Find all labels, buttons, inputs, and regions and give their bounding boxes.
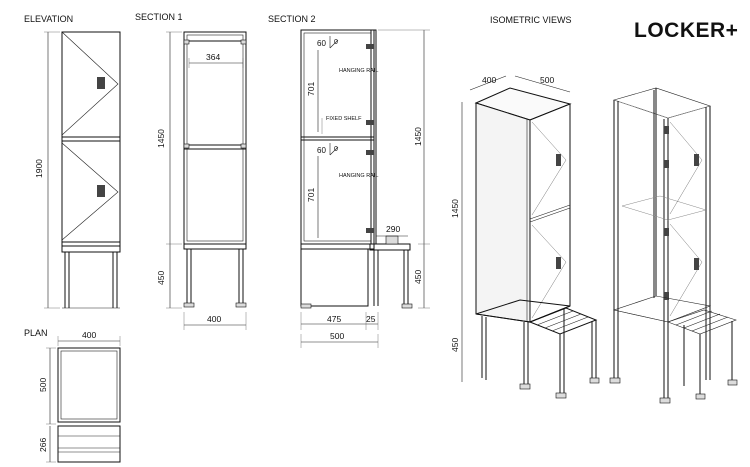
angle-bottom-zero: 0 bbox=[334, 146, 338, 153]
iso-width-dim: 400 bbox=[482, 75, 496, 85]
elevation-title: ELEVATION bbox=[24, 14, 73, 24]
section2-leg-height-dim: 450 bbox=[413, 270, 423, 284]
iso-depth-dim: 500 bbox=[540, 75, 554, 85]
section2-gap-dim: 25 bbox=[366, 314, 376, 324]
iso-body-height-dim: 1450 bbox=[450, 199, 460, 218]
isometric-frame-view bbox=[609, 87, 738, 404]
section2-comp-bottom-dim: 701 bbox=[306, 188, 316, 202]
section1-inner-width-dim: 364 bbox=[206, 52, 220, 62]
plan-view: 400 500 266 bbox=[38, 330, 121, 463]
section2-depth-dim: 475 bbox=[327, 314, 341, 324]
plan-width-dim: 400 bbox=[82, 330, 96, 340]
isometric-title: ISOMETRIC VIEWS bbox=[490, 15, 572, 25]
section1-leg-height-dim: 450 bbox=[156, 271, 166, 285]
section2-bench-dim: 290 bbox=[386, 224, 400, 234]
section1-view: 364 1450 450 400 bbox=[156, 31, 247, 330]
angle-top: 60 bbox=[317, 39, 326, 48]
section1-width-dim: 400 bbox=[207, 314, 221, 324]
brand-logo: LOCKER+ bbox=[634, 19, 738, 42]
section2-comp-top-dim: 701 bbox=[306, 82, 316, 96]
section2-total-dim: 500 bbox=[330, 331, 344, 341]
isometric-solid-view: 400 500 1450 450 bbox=[450, 75, 600, 399]
section2-title: SECTION 2 bbox=[268, 14, 316, 24]
lock-icon-upper bbox=[97, 77, 105, 89]
hanging-rail-bottom-label: HANGING RAIL bbox=[339, 173, 378, 179]
iso-leg-height-dim: 450 bbox=[450, 338, 460, 352]
angle-top-zero: 0 bbox=[334, 39, 338, 46]
section2-view: 60 0 60 0 HANGING RAIL FIXED SHELF HANGI… bbox=[300, 29, 430, 348]
section1-body-height-dim: 1450 bbox=[156, 129, 166, 148]
section1-title: SECTION 1 bbox=[135, 12, 183, 22]
plan-bench-dim: 266 bbox=[38, 438, 48, 452]
plan-title: PLAN bbox=[24, 328, 48, 338]
plan-depth-dim: 500 bbox=[38, 378, 48, 392]
elevation-view: 1900 bbox=[34, 31, 121, 309]
fixed-shelf-label: FIXED SHELF bbox=[326, 116, 362, 122]
lock-icon-lower bbox=[97, 185, 105, 197]
hanging-rail-top-label: HANGING RAIL bbox=[339, 68, 378, 74]
section2-body-height-dim: 1450 bbox=[413, 127, 423, 146]
elevation-height-dim: 1900 bbox=[34, 159, 44, 178]
angle-bottom: 60 bbox=[317, 146, 326, 155]
